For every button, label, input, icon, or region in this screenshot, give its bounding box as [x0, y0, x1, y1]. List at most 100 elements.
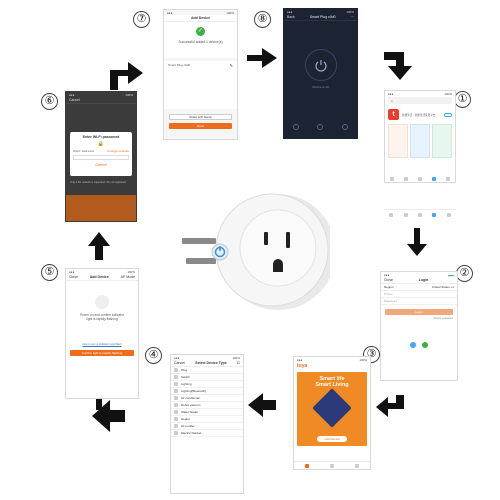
power-button-led — [211, 243, 229, 261]
arrow-2-to-3 — [376, 395, 404, 417]
nav-bar: Close Login — [381, 277, 457, 284]
nav-bar: Back Smart Plug c0d0 ⋯ — [284, 14, 357, 21]
nav-bar: Cancel Select Device Type ⊡ — [171, 360, 243, 367]
brand-logo: tuya — [297, 363, 308, 369]
help-link[interactable]: How to set up indicator rapid flash — [82, 343, 122, 346]
today-tab-icon[interactable] — [389, 212, 394, 217]
arrow-1-to-2 — [407, 228, 427, 256]
profile-tab-icon[interactable] — [355, 463, 360, 468]
wechat-icon[interactable] — [422, 342, 428, 348]
list-item[interactable]: Switch — [171, 374, 243, 381]
step-number-6: ⑥ — [41, 93, 58, 110]
games-tab-icon[interactable] — [403, 212, 408, 217]
search-bar[interactable]: ⌕ — [388, 97, 452, 104]
tab-bar — [294, 461, 370, 469]
plug-icon — [174, 368, 178, 372]
status-bar: ●●●▬▬ — [384, 272, 454, 277]
add-device-button[interactable]: Add Device — [317, 436, 347, 442]
nav-bar: Add Device — [164, 15, 237, 22]
schedule-icon[interactable] — [341, 124, 348, 130]
qq-icon[interactable] — [410, 342, 416, 348]
switch-icon[interactable] — [293, 124, 300, 130]
status-bar: ●●●100% — [388, 91, 452, 96]
password-input[interactable] — [73, 155, 129, 160]
scan-icon[interactable]: ⊡ — [237, 361, 240, 365]
cancel-button[interactable]: Cancel — [174, 361, 185, 365]
headline-1: Smart life — [319, 376, 345, 382]
get-button[interactable] — [444, 112, 452, 117]
list-item[interactable]: Lighting(Bluetooth) — [171, 388, 243, 395]
confirm-flashing-button[interactable]: Confirm light is rapidly flashing — [70, 350, 134, 356]
more-icon[interactable]: ⋯ — [350, 15, 355, 19]
login-button[interactable]: Login — [385, 309, 453, 315]
outlet-slot-right — [286, 232, 290, 248]
edit-icon[interactable]: ✎ — [229, 62, 233, 68]
step-number-2: ② — [456, 265, 473, 282]
heater-icon — [174, 417, 178, 421]
power-button[interactable] — [304, 49, 337, 81]
phone-step6: ●●●100% Cancel Enter Wi-Fi password 🔒 Wi… — [65, 91, 137, 222]
air-conditioner-icon — [174, 396, 178, 400]
device-name: Smart Plug c0d0 — [168, 63, 191, 67]
share-button[interactable]: Share with family — [169, 114, 232, 120]
apps-tab-icon[interactable] — [417, 212, 422, 217]
arrow-6-to-7 — [110, 62, 143, 90]
app-store-tabbar-strip — [384, 209, 456, 219]
page-title: Select Device Type — [195, 361, 227, 365]
status-text: Device is off — [312, 85, 329, 89]
step-number-8: ⑧ — [254, 11, 271, 28]
cancel-button[interactable]: Cancel — [69, 98, 80, 102]
list-item[interactable]: Heater — [171, 416, 243, 423]
device-row[interactable]: Smart Plug c0d0 ✎ — [164, 61, 237, 69]
lighting-icon — [174, 382, 178, 386]
password-input[interactable]: Password — [381, 298, 457, 305]
close-button[interactable]: Close — [69, 275, 78, 279]
device-type-list: Plug Switch Lighting Lighting(Bluetooth)… — [171, 367, 243, 437]
list-item[interactable]: Water heater — [171, 409, 243, 416]
ap-mode-button[interactable]: AP Mode — [120, 275, 135, 279]
success-text: Successful added 1 device(s) — [178, 40, 223, 44]
home-tab-icon[interactable] — [304, 463, 309, 468]
close-button[interactable]: Close — [384, 278, 393, 282]
water-heater-icon — [174, 410, 178, 414]
updates-tab-icon[interactable] — [446, 212, 451, 217]
confirm-button[interactable]: Confirm — [95, 163, 107, 167]
switch-icon — [174, 375, 178, 379]
phone-step4: ●●●100% Cancel Select Device Type ⊡ Plug… — [170, 354, 244, 494]
list-item[interactable]: Lighting — [171, 381, 243, 388]
list-item[interactable]: Plug — [171, 367, 243, 374]
status-bar: ●●●100% — [174, 355, 240, 360]
app-listing[interactable]: t 智能生活 - 智能生活家居平台 — [385, 105, 455, 124]
plug-prong-bottom — [186, 258, 216, 264]
done-button[interactable]: Done — [169, 123, 232, 129]
nav-bar: Cancel — [66, 97, 136, 104]
phone-step3: ●●●100% tuya Smart life Smart Living Add… — [293, 356, 371, 470]
back-button[interactable]: Back — [287, 15, 295, 19]
phone-input[interactable]: Phone — [381, 291, 457, 298]
nav-bar: Close Add Device AP Mode — [66, 274, 138, 281]
search-tab-icon[interactable] — [432, 212, 437, 217]
dialog-title: Enter Wi-Fi password — [82, 135, 120, 139]
list-item[interactable]: Electric blanket — [171, 430, 243, 437]
outlet-slot-left — [264, 232, 268, 245]
scene-tab-icon[interactable] — [329, 463, 334, 468]
status-bar: ●●●100% — [167, 10, 234, 15]
app-store-tabbar — [385, 175, 455, 182]
checkmark-icon: ✓ — [196, 27, 205, 36]
change-network-link[interactable]: Change network — [107, 149, 129, 153]
step-number-4: ④ — [145, 347, 162, 364]
list-item[interactable]: Robot vacuum — [171, 402, 243, 409]
outlet-ground — [273, 259, 283, 272]
timer-icon[interactable] — [317, 124, 324, 130]
instruction-line2: light is rapidly flashing — [86, 317, 118, 321]
phone-step8: ●●●100% Back Smart Plug c0d0 ⋯ Device is… — [283, 8, 358, 139]
list-item[interactable]: Air purifier — [171, 423, 243, 430]
arrow-8-to-1 — [384, 52, 412, 80]
list-item[interactable]: Air conditioner — [171, 395, 243, 402]
bottom-bar — [66, 195, 136, 221]
bluetooth-light-icon — [174, 389, 178, 393]
plug-prong-top — [182, 238, 216, 244]
forgot-password-link[interactable]: Forgot password — [433, 317, 453, 320]
page-title: Login — [418, 278, 429, 282]
